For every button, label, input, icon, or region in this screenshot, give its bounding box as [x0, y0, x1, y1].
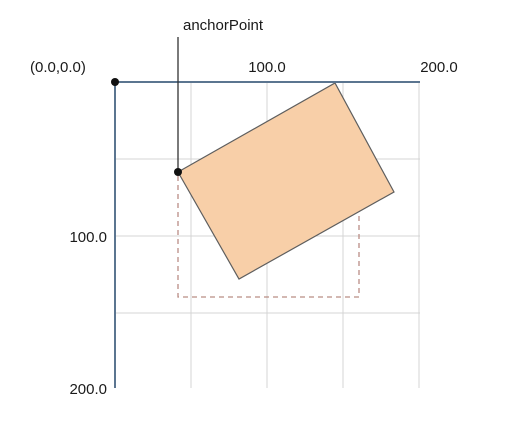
y-tick-label: 200.0: [69, 381, 107, 398]
origin-label: (0.0,0.0): [30, 59, 86, 76]
y-tick-label: 100.0: [69, 229, 107, 246]
anchor-point-label: anchorPoint: [183, 17, 264, 34]
origin-point: [111, 78, 119, 86]
x-tick-label: 200.0: [420, 59, 458, 76]
rotated-layer: [177, 82, 395, 280]
anchor-point: [174, 168, 182, 176]
axes: [114, 81, 420, 388]
x-tick-label: 100.0: [248, 59, 286, 76]
